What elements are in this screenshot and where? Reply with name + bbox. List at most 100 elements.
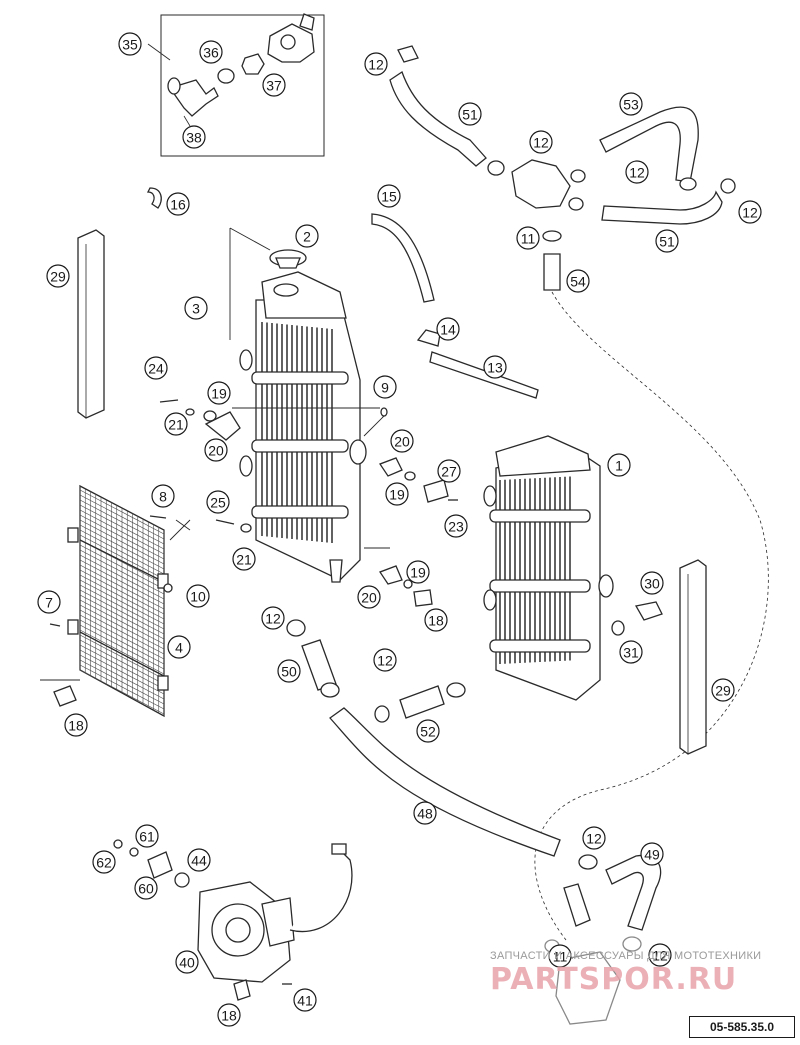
left-radiator [239, 271, 367, 583]
callout-number: 19 [389, 487, 405, 503]
callout-circle [295, 224, 319, 248]
callout-number: 18 [221, 1008, 237, 1024]
callout-circle [144, 356, 168, 380]
callout-circle [118, 32, 142, 56]
cap-and-clip [146, 187, 307, 340]
callout-c31: 31 [619, 640, 643, 664]
callout-circle [373, 648, 397, 672]
callout-c12b: 12 [529, 130, 553, 154]
callout-c3: 3 [184, 296, 208, 320]
foam-guard-left [77, 229, 105, 419]
callout-circle [619, 92, 643, 116]
callout-number: 13 [487, 360, 503, 376]
callout-number: 37 [266, 78, 282, 94]
callout-c12g: 12 [582, 826, 606, 850]
callout-circle [516, 226, 540, 250]
callout-number: 8 [159, 489, 167, 505]
callout-c12e: 12 [261, 606, 285, 630]
callout-circle [416, 719, 440, 743]
callout-c37: 37 [262, 73, 286, 97]
callout-c10: 10 [186, 584, 210, 608]
callout-circle [187, 848, 211, 872]
callout-c13: 13 [483, 355, 507, 379]
callout-circle [711, 678, 735, 702]
callout-circle [607, 453, 631, 477]
callout-number: 3 [192, 301, 200, 317]
callout-circle [175, 950, 199, 974]
callout-circle [184, 296, 208, 320]
callout-circle [566, 269, 590, 293]
callout-c12f: 12 [373, 648, 397, 672]
callout-number: 4 [175, 640, 183, 656]
callout-c30: 30 [640, 571, 664, 595]
callout-circle [277, 659, 301, 683]
callout-circle [548, 944, 572, 968]
callout-c52: 52 [416, 719, 440, 743]
callout-c18b: 18 [64, 713, 88, 737]
callout-circle [206, 490, 230, 514]
callout-number: 12 [629, 165, 645, 181]
callout-c41: 41 [293, 988, 317, 1012]
callout-circle [655, 229, 679, 253]
callout-c23: 23 [444, 514, 468, 538]
callout-number: 12 [265, 611, 281, 627]
callout-number: 49 [644, 847, 660, 863]
callout-c53: 53 [619, 92, 643, 116]
callout-number: 21 [168, 417, 184, 433]
water-pump-cover [544, 936, 642, 1025]
watermark-caption: ЗАПЧАСТИ И АКСЕССУАРЫ ДЛЯ МОТОТЕХНИКИ [490, 950, 762, 962]
callout-number: 14 [440, 322, 456, 338]
callout-number: 10 [190, 589, 206, 605]
callout-c35: 35 [118, 32, 142, 56]
callout-circle [134, 876, 158, 900]
callout-number: 20 [208, 443, 224, 459]
callout-number: 2 [303, 229, 311, 245]
callout-number: 29 [715, 683, 731, 699]
callout-circle [262, 73, 286, 97]
callout-circle [46, 264, 70, 288]
callout-c61: 61 [135, 824, 159, 848]
callout-c62: 62 [92, 850, 116, 874]
callout-c15: 15 [377, 184, 401, 208]
callout-circle [357, 585, 381, 609]
callout-c7: 7 [37, 590, 61, 614]
callout-number: 62 [96, 855, 112, 871]
callout-c4: 4 [167, 635, 191, 659]
callout-circle [186, 584, 210, 608]
callout-number: 12 [368, 57, 384, 73]
callout-circle [424, 608, 448, 632]
callout-c49: 49 [640, 842, 664, 866]
callout-c19b: 19 [385, 482, 409, 506]
callout-c51a: 51 [458, 102, 482, 126]
callout-c21a: 21 [164, 412, 188, 436]
callout-number: 16 [170, 197, 186, 213]
callout-number: 48 [417, 806, 433, 822]
callout-number: 27 [441, 464, 457, 480]
callout-c29a: 29 [46, 264, 70, 288]
callout-c20c: 20 [357, 585, 381, 609]
callout-number: 18 [428, 613, 444, 629]
callout-c16: 16 [166, 192, 190, 216]
callout-number: 12 [742, 205, 758, 221]
callout-circle [444, 514, 468, 538]
callout-number: 1 [615, 458, 623, 474]
callout-number: 15 [381, 189, 397, 205]
callout-number: 18 [68, 718, 84, 734]
callout-number: 53 [623, 97, 639, 113]
callout-circle [640, 842, 664, 866]
drawing-code-label: 05-585.35.0 [689, 1016, 795, 1038]
callout-circle [437, 459, 461, 483]
callout-c38: 38 [182, 125, 206, 149]
callout-number: 12 [652, 948, 668, 964]
callout-number: 38 [186, 130, 202, 146]
callout-number: 11 [553, 949, 568, 965]
callout-circle [204, 438, 228, 462]
callout-c12c: 12 [625, 160, 649, 184]
callout-c18c: 18 [217, 1003, 241, 1027]
callout-circle [92, 850, 116, 874]
callout-c29b: 29 [711, 678, 735, 702]
callout-c11a: 11 [516, 226, 540, 250]
callout-circle [582, 826, 606, 850]
